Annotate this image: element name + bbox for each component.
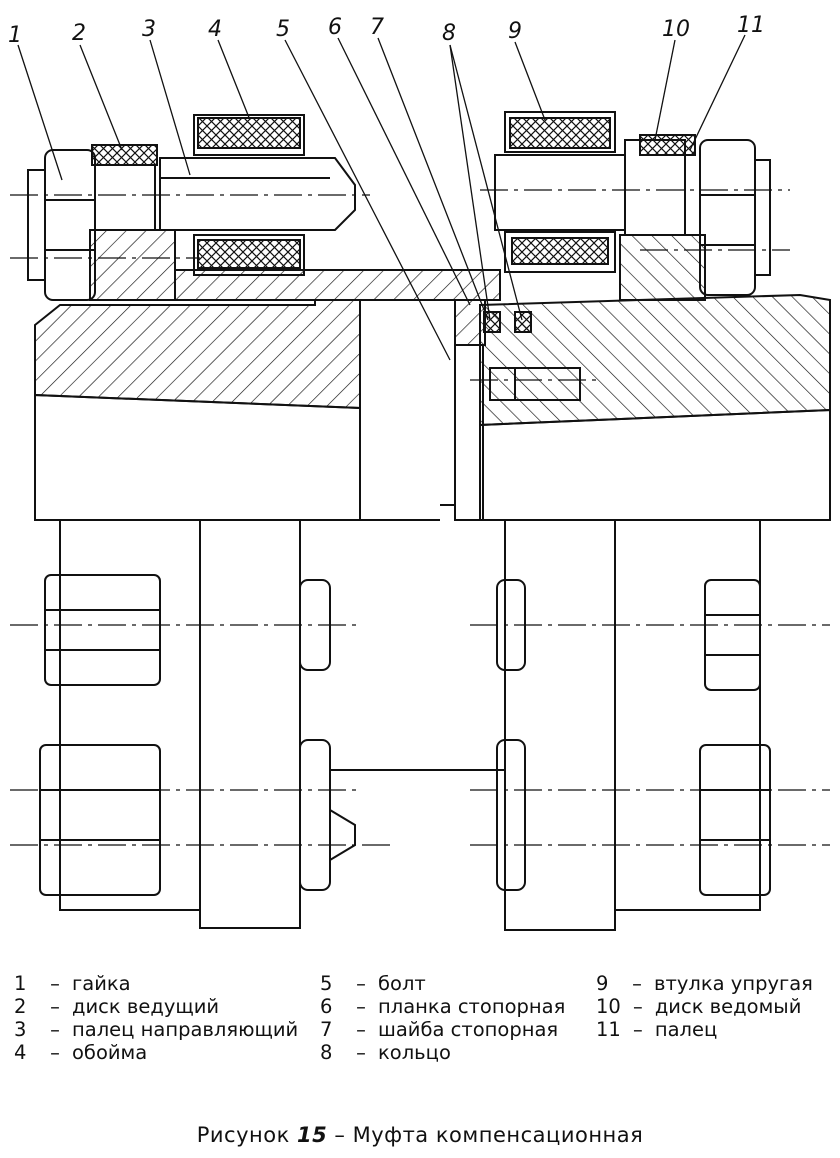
- legend: 1–гайка 2–диск ведущий 3–палец направляю…: [0, 972, 840, 1082]
- center-assembly: [440, 299, 581, 521]
- guide-pin: [159, 157, 356, 231]
- elastic-sleeve: [504, 111, 616, 273]
- callout-5: 5: [276, 17, 290, 42]
- legend-text: шайба стопорная: [378, 1018, 559, 1041]
- legend-item: 6–планка стопорная: [320, 995, 566, 1018]
- left-nut: [27, 149, 96, 301]
- right-hub: [479, 293, 831, 521]
- callout-6: 6: [328, 15, 342, 40]
- legend-text: кольцо: [378, 1041, 451, 1064]
- legend-item: 3–палец направляющий: [14, 1018, 299, 1041]
- legend-item: 11–палец: [596, 1018, 718, 1041]
- legend-text: втулка упругая: [654, 972, 813, 995]
- cage: [193, 114, 305, 276]
- legend-item: 1–гайка: [14, 972, 131, 995]
- callout-9: 9: [508, 19, 522, 44]
- center-shaft: [330, 519, 505, 771]
- leader-lines: [17, 34, 746, 361]
- legend-item: 5–болт: [320, 972, 426, 995]
- left-hub: [34, 299, 361, 521]
- legend-text: диск ведущий: [72, 995, 220, 1018]
- legend-item: 9–втулка упругая: [596, 972, 813, 995]
- legend-text: палец: [654, 1018, 718, 1041]
- right-nut: [699, 139, 771, 296]
- driving-disc: [89, 144, 176, 301]
- callout-numbers: 1 2 3 4 5 6 7 8 9 10 11: [8, 13, 765, 48]
- axis-lines: [10, 189, 830, 846]
- coupling-drawing: 1 2 3 4 5 6 7 8 9 10 11: [8, 13, 831, 931]
- legend-item: 8–кольцо: [320, 1041, 451, 1064]
- legend-text: болт: [378, 972, 426, 995]
- legend-item: 2–диск ведущий: [14, 995, 220, 1018]
- callout-8: 8: [442, 21, 456, 46]
- lower-right-view: [496, 519, 771, 931]
- caption-title: Муфта компенсационная: [352, 1123, 644, 1147]
- legend-text: гайка: [72, 972, 131, 995]
- legend-column-2: 5–болт 6–планка стопорная 7–шайба стопор…: [320, 972, 565, 1064]
- figure-caption: Рисунок 15 – Муфта компенсационная: [0, 1123, 840, 1147]
- legend-text: обойма: [72, 1041, 148, 1064]
- legend-item: 4–обойма: [14, 1041, 148, 1064]
- callout-3: 3: [142, 17, 156, 42]
- legend-column-3: 9–втулка упругая 10–диск ведомый 11–пале…: [596, 972, 813, 1041]
- legend-text: планка стопорная: [378, 995, 566, 1018]
- callout-11: 11: [737, 13, 765, 38]
- lower-left-view: [39, 519, 356, 929]
- callout-4: 4: [208, 17, 222, 42]
- caption-separator: –: [334, 1123, 346, 1147]
- legend-item: 7–шайба стопорная: [320, 1018, 559, 1041]
- caption-prefix: Рисунок: [196, 1123, 290, 1147]
- legend-text: палец направляющий: [72, 1018, 299, 1041]
- legend-item: 10–диск ведомый: [596, 995, 802, 1018]
- callout-10: 10: [662, 17, 690, 42]
- callout-7: 7: [370, 15, 384, 40]
- lock-strip: [174, 269, 501, 301]
- driven-disc: [494, 134, 706, 301]
- callout-1: 1: [8, 23, 22, 48]
- legend-column-1: 1–гайка 2–диск ведущий 3–палец направляю…: [14, 972, 298, 1064]
- figure-number: 15: [296, 1123, 328, 1147]
- legend-text: диск ведомый: [654, 995, 802, 1018]
- callout-2: 2: [72, 21, 86, 46]
